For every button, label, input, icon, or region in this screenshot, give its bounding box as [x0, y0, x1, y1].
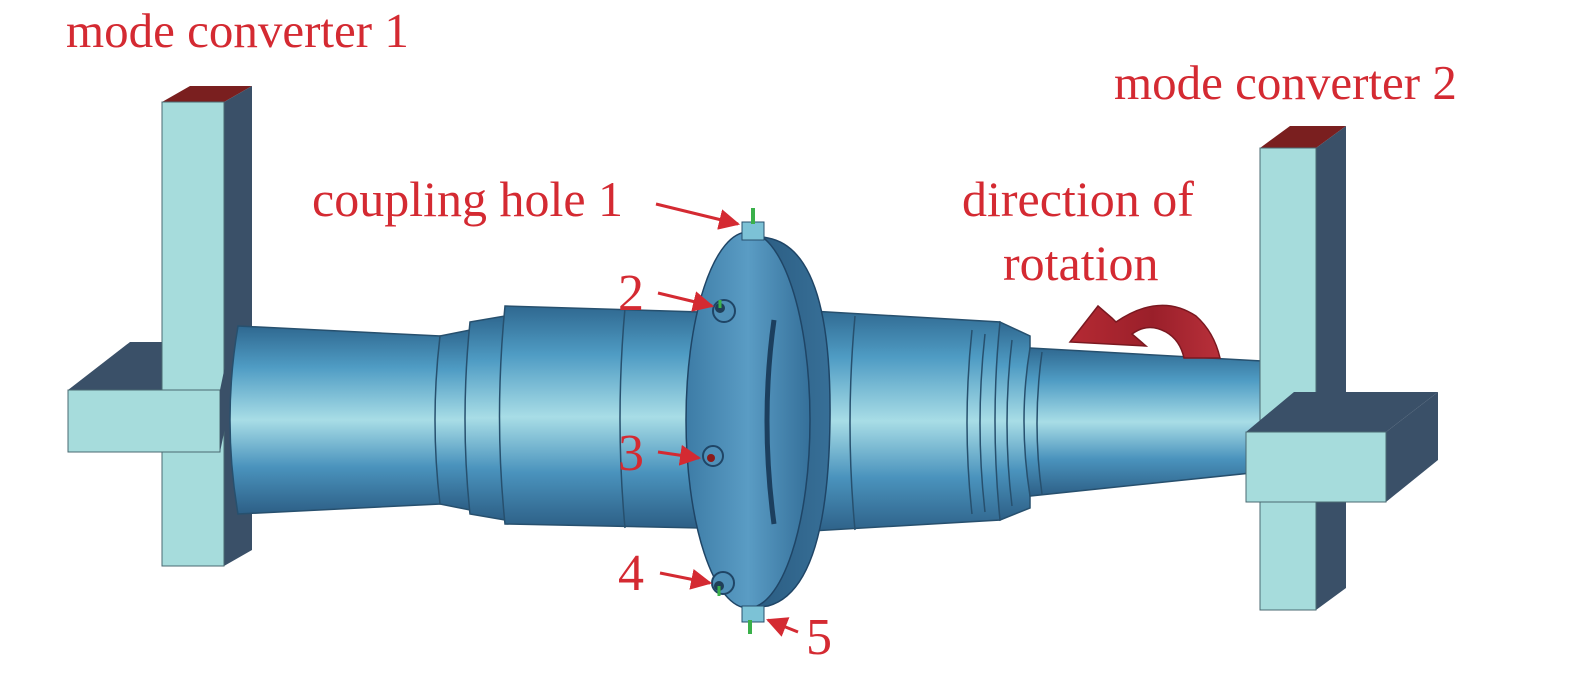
- coupling-hole-5: [741, 605, 765, 634]
- label-mode-converter-2: mode converter 2: [1114, 55, 1457, 110]
- pointer-hole-2: [657, 291, 715, 312]
- label-coupling-hole-1: coupling hole 1: [312, 171, 624, 227]
- label-hole-5: 5: [806, 609, 832, 666]
- pointer-hole-4: [659, 568, 713, 590]
- pointer-hole-5: [766, 617, 799, 637]
- mode-converter-2: [1245, 126, 1438, 611]
- coupling-hole-3: [702, 445, 724, 467]
- coupling-hole-2: [712, 299, 736, 323]
- label-direction-line-2: rotation: [1003, 235, 1159, 291]
- rotary-flange: [685, 231, 831, 609]
- mode-converter-1: [67, 86, 252, 567]
- pointer-hole-1: [655, 202, 741, 230]
- label-hole-2: 2: [618, 265, 644, 322]
- rotation-arrow-icon: [1068, 304, 1221, 359]
- label-hole-3: 3: [618, 425, 644, 482]
- annotation-arrows: [655, 202, 799, 637]
- pointer-hole-3: [657, 444, 702, 466]
- label-direction-line-1: direction of: [962, 171, 1194, 227]
- coupling-hole-1: [741, 208, 765, 241]
- label-mode-converter-1: mode converter 1: [66, 3, 409, 58]
- label-hole-4: 4: [618, 545, 644, 602]
